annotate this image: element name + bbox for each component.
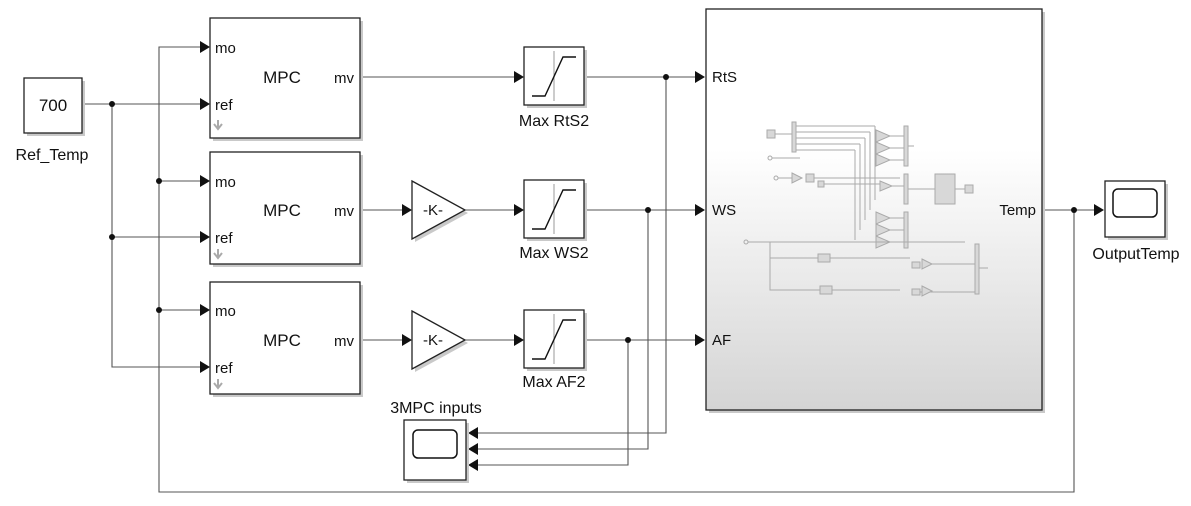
junction-dot xyxy=(156,178,162,184)
arrowhead xyxy=(514,204,524,216)
saturation-block-1[interactable]: Max RtS2 xyxy=(519,46,589,130)
mpc-port-ref: ref xyxy=(215,97,233,114)
scope-block-output-temp[interactable]: OutputTemp xyxy=(1092,180,1180,263)
saturation-label: Max AF2 xyxy=(522,374,585,391)
arrowhead xyxy=(200,361,210,373)
subsystem-port-rts: RtS xyxy=(712,69,737,86)
gain-text: -K- xyxy=(423,202,443,219)
wire-branch-af[interactable] xyxy=(468,340,629,466)
arrowhead xyxy=(468,443,478,455)
constant-block-ref-temp[interactable]: 700 Ref_Temp xyxy=(16,77,89,164)
arrowhead xyxy=(514,71,524,83)
scope-label: OutputTemp xyxy=(1092,246,1179,263)
saturation-block-2[interactable]: Max WS2 xyxy=(519,179,589,262)
arrowhead xyxy=(402,334,412,346)
arrowhead xyxy=(200,231,210,243)
arrowhead xyxy=(402,204,412,216)
arrowhead xyxy=(200,98,210,110)
mpc-port-mo: mo xyxy=(215,40,236,57)
subsystem-port-ws: WS xyxy=(712,202,736,219)
gain-block-1[interactable]: -K- xyxy=(411,179,468,242)
mpc-title: MPC xyxy=(263,201,301,220)
arrowhead xyxy=(695,204,705,216)
saturation-icon xyxy=(532,319,576,360)
subsystem-port-temp: Temp xyxy=(999,202,1036,219)
constant-value: 700 xyxy=(39,96,67,115)
plant-subsystem-block[interactable]: RtS WS AF Temp xyxy=(705,8,1045,413)
mpc-port-mv: mv xyxy=(334,203,354,220)
arrowhead xyxy=(200,41,210,53)
saturation-icon xyxy=(532,189,576,230)
down-arrow-icon xyxy=(213,249,223,260)
mpc-port-mo: mo xyxy=(215,174,236,191)
mpc-port-mv: mv xyxy=(334,70,354,87)
arrowhead xyxy=(1094,204,1104,216)
subsystem-port-af: AF xyxy=(712,332,731,349)
branch-points xyxy=(109,74,1077,343)
mpc-port-mo: mo xyxy=(215,303,236,320)
mpc-port-ref: ref xyxy=(215,360,233,377)
mpc-controller-block-2[interactable]: mo ref MPC mv xyxy=(209,151,363,267)
signal-lines xyxy=(82,46,1095,493)
junction-dot xyxy=(663,74,669,80)
down-arrow-icon xyxy=(213,379,223,390)
scope-screen-icon xyxy=(1112,188,1158,218)
mpc-title: MPC xyxy=(263,331,301,350)
arrowhead xyxy=(468,427,478,439)
wire-feedback-temp[interactable] xyxy=(158,46,1075,493)
arrowheads xyxy=(200,41,1104,471)
junction-dot xyxy=(645,207,651,213)
scope-label: 3MPC inputs xyxy=(390,400,482,417)
mpc-title: MPC xyxy=(263,68,301,87)
mpc-port-mv: mv xyxy=(334,333,354,350)
junction-dot xyxy=(109,234,115,240)
saturation-block-3[interactable]: Max AF2 xyxy=(522,309,587,391)
constant-label: Ref_Temp xyxy=(16,147,89,164)
arrowhead xyxy=(514,334,524,346)
arrowhead xyxy=(200,175,210,187)
wire-ref-3[interactable] xyxy=(111,104,200,368)
arrowhead xyxy=(695,71,705,83)
arrowhead xyxy=(695,334,705,346)
saturation-label: Max WS2 xyxy=(519,245,588,262)
scope-screen-icon xyxy=(412,429,458,459)
arrowhead xyxy=(468,459,478,471)
arrowhead xyxy=(200,304,210,316)
mpc-controller-block-1[interactable]: mo ref MPC mv xyxy=(209,17,363,141)
mpc-controller-block-3[interactable]: mo ref MPC mv xyxy=(209,281,363,397)
wire-branch-ws[interactable] xyxy=(468,210,649,450)
saturation-label: Max RtS2 xyxy=(519,113,589,130)
subsystem-preview-thumbnail xyxy=(743,121,988,297)
gain-block-2[interactable]: -K- xyxy=(411,309,468,372)
junction-dot xyxy=(625,337,631,343)
gain-text: -K- xyxy=(423,332,443,349)
junction-dot xyxy=(109,101,115,107)
junction-dot xyxy=(1071,207,1077,213)
mpc-port-ref: ref xyxy=(215,230,233,247)
scope-block-3mpc-inputs[interactable]: 3MPC inputs xyxy=(390,400,482,483)
junction-dot xyxy=(156,307,162,313)
saturation-icon xyxy=(532,56,576,97)
down-arrow-icon xyxy=(213,120,223,131)
wire-branch-rts[interactable] xyxy=(468,77,667,434)
